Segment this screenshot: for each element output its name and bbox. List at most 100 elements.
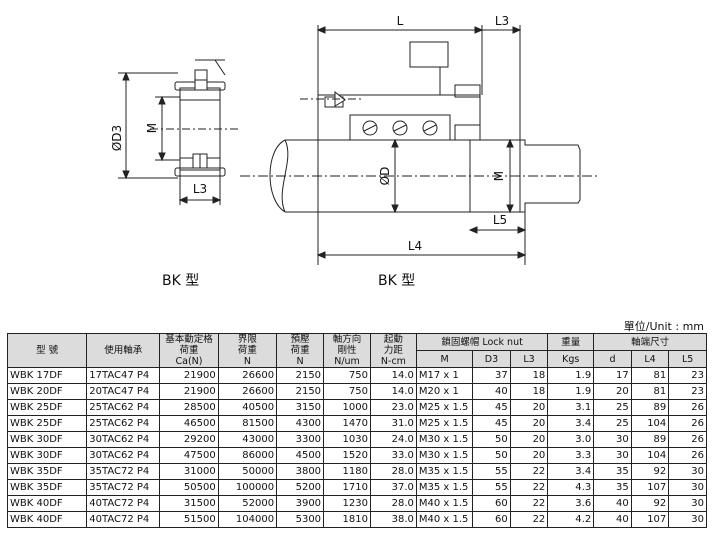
header-preload: 預壓 荷重 N xyxy=(276,333,325,368)
cell-axial-rigidity: 1230 xyxy=(323,495,371,512)
cell-l4: 89 xyxy=(630,431,670,448)
cell-limit-load: 40500 xyxy=(217,399,278,416)
cell-limit-load: 100000 xyxy=(217,479,278,496)
cell-lock-nut-m: M40 x 1.5 xyxy=(415,511,474,528)
cell-load-rating: 21900 xyxy=(159,367,219,384)
dim-label-m-left: M xyxy=(145,123,159,133)
cell-start-torque: 23.0 xyxy=(369,399,417,416)
cell-d: 25 xyxy=(593,399,632,416)
header-start-torque-line3: N-cm xyxy=(380,356,406,367)
cell-lock-nut-m: M35 x 1.5 xyxy=(415,463,474,480)
header-limit-load-line2: 荷重 xyxy=(237,345,257,356)
technical-drawing: ØD3 M L3 L L3 ØD M L5 L4 xyxy=(110,14,600,265)
cell-limit-load: 50000 xyxy=(217,463,278,480)
cell-l5: 26 xyxy=(668,399,707,416)
cell-limit-load: 104000 xyxy=(217,511,278,528)
cell-limit-load: 26600 xyxy=(217,367,278,384)
cell-lock-nut-m: M30 x 1.5 xyxy=(415,447,474,464)
cell-limit-load: 86000 xyxy=(217,447,278,464)
cell-lock-nut-m: M25 x 1.5 xyxy=(415,399,474,416)
cell-d3: 40 xyxy=(472,383,511,400)
cell-model: WBK 35DF xyxy=(6,479,88,496)
cell-l4: 92 xyxy=(630,495,670,512)
cell-model: WBK 30DF xyxy=(6,447,88,464)
header-start-torque-line1: 起動 xyxy=(383,334,403,345)
cell-limit-load: 52000 xyxy=(217,495,278,512)
cell-lock-nut-m: M20 x 1 xyxy=(415,383,474,400)
cell-bearing: 20TAC47 P4 xyxy=(86,383,161,400)
cell-preload: 3300 xyxy=(276,431,325,448)
header-limit-load: 界限 荷重 N xyxy=(217,333,278,368)
cell-preload: 5200 xyxy=(276,479,325,496)
cell-weight: 3.1 xyxy=(547,399,595,416)
cell-l4: 89 xyxy=(630,399,670,416)
cell-l5: 23 xyxy=(668,367,707,384)
cell-d: 30 xyxy=(593,431,632,448)
header-start-torque: 起動 力距 N-cm xyxy=(369,333,417,368)
cell-start-torque: 37.0 xyxy=(369,479,417,496)
header-preload-line3: N xyxy=(296,356,304,367)
cell-axial-rigidity: 1180 xyxy=(323,463,371,480)
cell-l5: 30 xyxy=(668,511,707,528)
cell-l4: 92 xyxy=(630,463,670,480)
cell-weight: 3.4 xyxy=(547,463,595,480)
cell-preload: 5300 xyxy=(276,511,325,528)
header-preload-line1: 預壓 xyxy=(290,334,310,345)
cell-model: WBK 30DF xyxy=(6,431,88,448)
caption-left: BK 型 xyxy=(162,273,200,289)
header-axial-rigidity: 軸方向 剛性 N/um xyxy=(323,333,371,368)
cell-l5: 30 xyxy=(668,463,707,480)
cell-lock-nut-m: M40 x 1.5 xyxy=(415,495,474,512)
cell-preload: 4500 xyxy=(276,447,325,464)
header-load-rating-line3: Ca(N) xyxy=(175,356,203,367)
cell-model: WBK 25DF xyxy=(6,399,88,416)
cell-l3: 20 xyxy=(509,399,549,416)
cell-l5: 30 xyxy=(668,495,707,512)
cell-l5: 26 xyxy=(668,415,707,432)
header-load-rating-line2: 荷重 xyxy=(179,345,199,356)
cell-bearing: 17TAC47 P4 xyxy=(86,367,161,384)
cell-d: 35 xyxy=(593,479,632,496)
cell-weight: 3.4 xyxy=(547,415,595,432)
cell-d: 17 xyxy=(593,367,632,384)
cell-load-rating: 29200 xyxy=(159,431,219,448)
header-limit-load-line1: 界限 xyxy=(237,334,257,345)
cell-load-rating: 46500 xyxy=(159,415,219,432)
cell-l3: 22 xyxy=(509,511,549,528)
cell-axial-rigidity: 1520 xyxy=(323,447,371,464)
cell-l3: 20 xyxy=(509,431,549,448)
dim-label-d3: ØD3 xyxy=(110,125,124,151)
dim-label-l: L xyxy=(397,14,404,28)
cell-start-torque: 24.0 xyxy=(369,431,417,448)
dim-label-l5: L5 xyxy=(493,213,507,227)
dim-label-l3-right: L3 xyxy=(495,14,509,28)
header-sub-d: d xyxy=(593,350,632,368)
cell-preload: 3800 xyxy=(276,463,325,480)
cell-d3: 55 xyxy=(472,479,511,496)
cell-weight: 3.3 xyxy=(547,447,595,464)
header-lock-nut: 鎖固螺帽 Lock nut xyxy=(415,333,549,351)
cell-load-rating: 51500 xyxy=(159,511,219,528)
cell-l3: 18 xyxy=(509,383,549,400)
cell-start-torque: 31.0 xyxy=(369,415,417,432)
cell-d3: 45 xyxy=(472,399,511,416)
header-load-rating: 基本動定格 荷重 Ca(N) xyxy=(159,333,219,368)
dim-label-l3-left: L3 xyxy=(193,182,207,196)
cell-preload: 2150 xyxy=(276,383,325,400)
bearing-assembly-drawing xyxy=(240,25,600,265)
cell-lock-nut-m: M35 x 1.5 xyxy=(415,479,474,496)
cell-preload: 2150 xyxy=(276,367,325,384)
cell-bearing: 30TAC62 P4 xyxy=(86,447,161,464)
lock-nut-drawing xyxy=(118,59,240,205)
cell-bearing: 40TAC72 P4 xyxy=(86,511,161,528)
cell-d3: 50 xyxy=(472,431,511,448)
cell-bearing: 30TAC62 P4 xyxy=(86,431,161,448)
dim-label-od: ØD xyxy=(378,167,392,186)
cell-axial-rigidity: 1030 xyxy=(323,431,371,448)
